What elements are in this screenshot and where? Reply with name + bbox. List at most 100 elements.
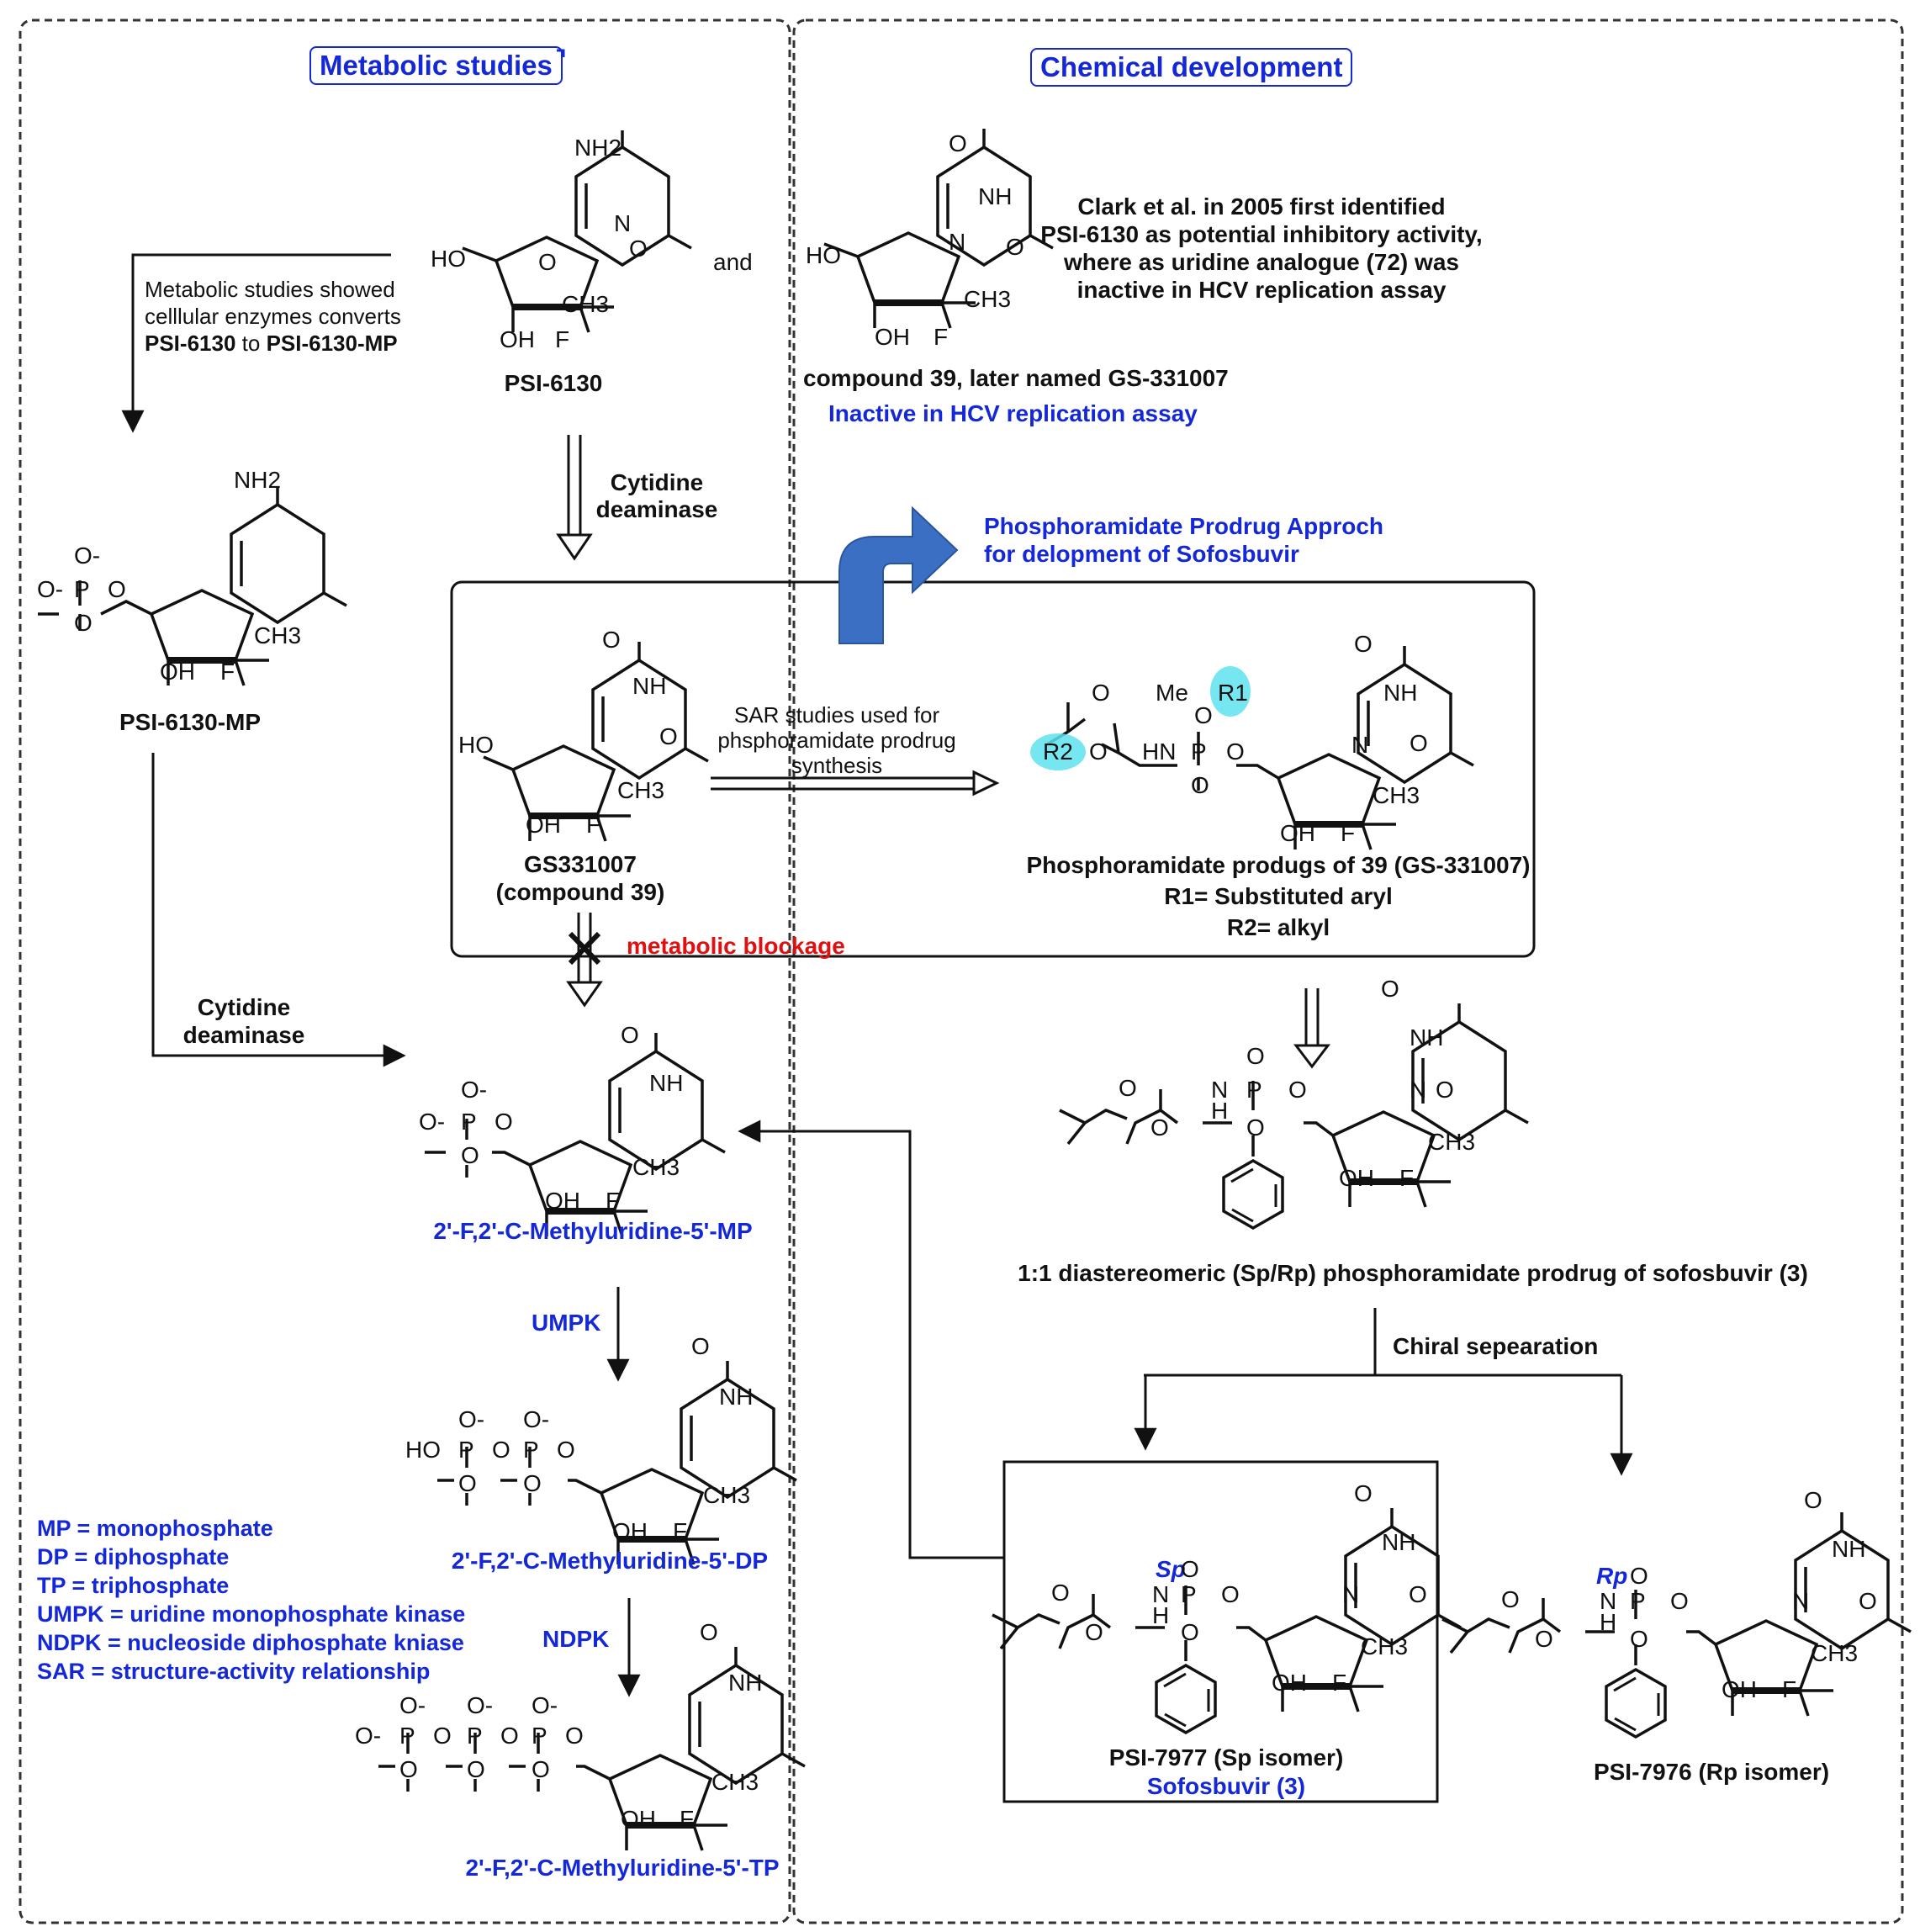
atom-r1: R1: [1218, 680, 1248, 706]
prodrug-approach-line1: Phosphoramidate Prodrug Approch: [984, 513, 1383, 539]
atom-o: O: [557, 1437, 575, 1463]
atom-nh: NH: [728, 1670, 763, 1696]
atom-f: F: [934, 324, 949, 350]
atom-nh: NH: [632, 673, 667, 699]
atom-n: N: [1600, 1588, 1617, 1614]
atom-o-minus: O-: [467, 1692, 494, 1718]
prodrug-approach-arrow: [838, 505, 959, 644]
clark-note-line4: inactive in HCV replication assay: [1076, 277, 1447, 303]
atom-o: O: [467, 1756, 485, 1782]
atom-o: O: [1150, 1114, 1169, 1141]
metabolic-conversion-arrow: [121, 253, 391, 433]
gs331007-structure: [483, 642, 709, 842]
atom-o-minus: O-: [355, 1723, 382, 1749]
sofosbuvir-mixture-structure: [1059, 1003, 1529, 1230]
metabolic-note-line1: Metabolic studies showed: [145, 277, 395, 302]
atom-o: O: [74, 610, 93, 636]
atom-o: O: [538, 249, 557, 275]
atom-oh: OH: [545, 1188, 580, 1214]
atom-o: O: [1181, 1556, 1199, 1582]
atom-r2: R2: [1043, 738, 1073, 765]
atom-o: O: [1246, 1114, 1265, 1141]
atom-ch3: CH3: [1361, 1633, 1409, 1659]
atom-nh: NH: [978, 183, 1013, 209]
atom-f: F: [586, 812, 601, 838]
atom-o: O: [500, 1723, 519, 1749]
and-text: and: [713, 249, 753, 275]
atom-o: O: [1119, 1075, 1137, 1101]
atom-p: P: [467, 1723, 483, 1749]
atom-o-minus: O-: [458, 1406, 485, 1432]
atom-o: O: [1194, 702, 1213, 728]
atom-oh: OH: [612, 1518, 648, 1544]
atom-n: N: [1211, 1077, 1229, 1103]
atom-nh: NH: [1410, 1024, 1444, 1051]
atom-f: F: [606, 1188, 621, 1214]
umpk-label: UMPK: [532, 1310, 601, 1336]
inactive-note: Inactive in HCV replication assay: [828, 400, 1198, 426]
atom-o: O: [1246, 1043, 1265, 1069]
atom-n: N: [1351, 732, 1369, 758]
atom-ch3: CH3: [964, 286, 1012, 312]
abbreviation-item: NDPK = nucleoside diphosphate kniase: [37, 1630, 464, 1655]
abbreviation-item: MP = monophosphate: [37, 1516, 273, 1541]
atom-oh: OH: [526, 812, 561, 838]
atom-nh: NH: [1832, 1536, 1866, 1562]
ndpk-label: NDPK: [542, 1626, 610, 1652]
atom-f: F: [1399, 1165, 1415, 1191]
atom-o: O: [1226, 738, 1245, 765]
right-panel-border: [792, 19, 1904, 1924]
atom-o: O: [1006, 234, 1024, 260]
clark-note-line2: PSI-6130 as potential inhibitory activit…: [1040, 221, 1483, 247]
atom-ho: HO: [405, 1437, 441, 1463]
atom-o: O: [565, 1723, 584, 1749]
metabolic-note-line3: PSI-6130 to PSI-6130-MP: [145, 331, 398, 357]
r1-highlight: [1210, 666, 1251, 717]
psi6130-structure: [462, 130, 692, 333]
sofosbuvir-box: [1002, 1460, 1439, 1803]
atom-n: N: [1410, 1077, 1427, 1103]
prodrugs-label: Phosphoramidate produgs of 39 (GS-331007…: [1026, 852, 1531, 878]
atom-oh: OH: [1339, 1165, 1374, 1191]
abbreviation-item: DP = diphosphate: [37, 1544, 230, 1569]
prodrug-to-mixture-open-arrow: [1293, 988, 1331, 1069]
atom-h: H: [1211, 1098, 1229, 1124]
psi7977-label: PSI-7977 (Sp isomer): [1108, 1744, 1344, 1771]
prodrug-general-structure: [1046, 646, 1474, 850]
atom-h: H: [1152, 1602, 1170, 1628]
atom-oh: OH: [160, 659, 195, 685]
cytidine-deaminase-label-2: deaminase: [595, 496, 718, 522]
atom-f: F: [1341, 820, 1356, 846]
prodrug-approach-line2: for delopment of Sofosbuvir: [984, 541, 1299, 567]
tp-label: 2'-F,2'-C-Methyluridine-5'-TP: [465, 1855, 780, 1881]
atom-n: N: [1152, 1581, 1170, 1607]
atom-o: O: [523, 1470, 542, 1496]
abbreviation-item: UMPK = uridine monophosphate kinase: [37, 1601, 466, 1627]
atom-n: N: [949, 229, 966, 255]
atom-o-minus: O-: [523, 1406, 550, 1432]
atom-o: O: [1630, 1563, 1648, 1589]
atom-p: P: [1191, 738, 1207, 765]
gs331007-label-1: GS331007: [524, 851, 637, 877]
atom-o: O: [949, 130, 967, 156]
atom-o: O: [602, 627, 621, 653]
atom-o: O: [461, 1142, 479, 1168]
atom-o: O: [108, 576, 126, 602]
atom-n: N: [1792, 1588, 1810, 1614]
metabolic-blockage-label: metabolic blockage: [627, 933, 845, 959]
atom-o-minus: O-: [37, 576, 64, 602]
atom-o: O: [1191, 772, 1209, 798]
metabolic-note-from: PSI-6130: [145, 331, 236, 356]
atom-o-minus: O-: [419, 1109, 446, 1135]
left-panel-title: Metabolic studies: [309, 46, 563, 85]
atom-nh: NH: [649, 1070, 684, 1096]
sar-note-line2: phsphoramidate prodrug: [717, 728, 956, 753]
atom-ch3: CH3: [703, 1482, 751, 1508]
atom-o: O: [1804, 1487, 1822, 1513]
atom-o: O: [1354, 631, 1373, 657]
atom-f: F: [1782, 1676, 1797, 1702]
atom-ho: HO: [431, 246, 466, 272]
atom-oh: OH: [621, 1806, 656, 1832]
atom-nh2: NH2: [574, 135, 622, 161]
abbreviation-item: SAR = structure-activity relationship: [37, 1659, 431, 1684]
